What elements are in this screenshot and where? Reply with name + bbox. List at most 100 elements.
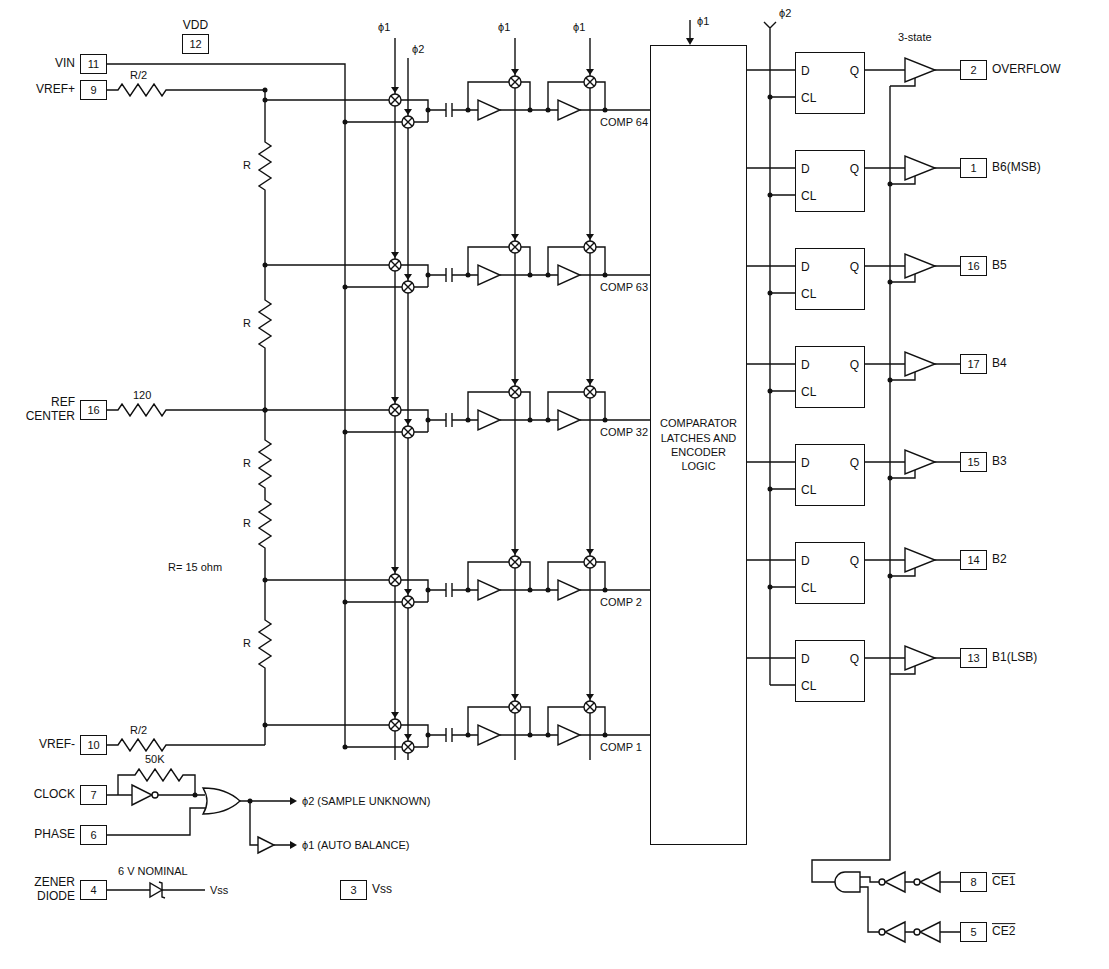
- d-flip-flop: DQCL: [795, 542, 865, 604]
- comparator-array: [263, 694, 651, 753]
- latch-clock-lines: [768, 291, 773, 296]
- output-enable-logic: [879, 929, 885, 935]
- resistor-ladder: [107, 739, 265, 751]
- pin-number: 3: [350, 885, 356, 896]
- clock-input-label: CL: [801, 679, 816, 693]
- pin-number: 8: [970, 877, 976, 888]
- clock-input-label: CL: [801, 581, 816, 595]
- pin-number: 13: [967, 653, 979, 664]
- pin-number: 7: [90, 790, 96, 801]
- pin-name: B3: [992, 455, 1007, 469]
- comparator-array: [263, 234, 651, 293]
- clock-generator: [193, 793, 198, 798]
- clock-input-label: CL: [801, 287, 816, 301]
- pin-box: VREF-10: [80, 735, 107, 755]
- pin-box: 15B3: [960, 452, 987, 472]
- output-label: Q: [850, 162, 859, 176]
- d-flip-flop: DQCL: [795, 640, 865, 702]
- pin-number: 5: [970, 927, 976, 938]
- pin-name: Vss: [372, 883, 392, 897]
- resistor-ladder: [107, 84, 271, 751]
- resistor-value: R: [243, 316, 251, 330]
- resistor-value: R: [243, 158, 251, 172]
- pin-name: B6(MSB): [992, 161, 1041, 175]
- output-label: Q: [850, 554, 859, 568]
- signal-wire: [747, 559, 795, 560]
- pin-box: ZENER DIODE4: [80, 880, 107, 900]
- output-enable-logic: [888, 476, 893, 481]
- zener-diode-symbol: [107, 882, 205, 898]
- pin-box: 8CE1: [960, 872, 987, 892]
- phase-label: ϕ2: [412, 42, 424, 56]
- pin-box: 2OVERFLOW: [960, 60, 987, 80]
- pin-number: 6: [90, 830, 96, 841]
- pin-box: 17B4: [960, 354, 987, 374]
- comparator-array: [263, 69, 651, 128]
- data-input-label: D: [801, 260, 810, 274]
- resistor-ladder: [259, 90, 271, 745]
- encoder-logic-block: COMPARATOR LATCHES AND ENCODER LOGIC: [650, 45, 747, 845]
- clock-input-label: CL: [801, 385, 816, 399]
- output-enable-logic: [885, 922, 905, 942]
- pin-name: ZENER DIODE: [9, 876, 75, 904]
- pin-box: PHASE6: [80, 825, 107, 845]
- d-flip-flop: DQCL: [795, 346, 865, 408]
- resistor-ladder: [263, 88, 268, 93]
- clock-phase-label: ϕ1 (AUTO BALANCE): [302, 838, 409, 852]
- output-enable-logic: [888, 280, 893, 285]
- tri-state-buffers: [905, 254, 935, 278]
- output-label: Q: [850, 652, 859, 666]
- comparator-label: COMP 64: [600, 115, 648, 129]
- output-enable-logic: [888, 182, 893, 187]
- resistor-value: R: [243, 636, 251, 650]
- output-enable-logic: [920, 922, 940, 942]
- clock-generator: [132, 785, 152, 805]
- signal-wire: [747, 265, 795, 266]
- output-label: Q: [850, 260, 859, 274]
- resistor-value: 50K: [145, 752, 165, 766]
- pin-box: CLOCK7: [80, 785, 107, 805]
- output-enable-logic: [860, 887, 960, 932]
- resistor-value: R= 15 ohm: [168, 560, 222, 574]
- output-enable-logic: [835, 872, 860, 892]
- output-enable-logic: [888, 378, 893, 383]
- latch-clock-lines: [686, 38, 694, 45]
- output-enable-logic: [879, 879, 885, 885]
- pin-name: VDD: [183, 19, 208, 33]
- phase-label: ϕ1: [573, 20, 585, 34]
- pin-number: 15: [967, 457, 979, 468]
- latch-clock-lines: [768, 585, 773, 590]
- phase-label: ϕ1: [378, 20, 390, 34]
- clock-generator: [240, 801, 290, 845]
- resistor-ladder: [107, 84, 265, 96]
- clock-generator: [248, 799, 253, 804]
- comparator-array: [263, 379, 651, 438]
- clock-generator: [290, 797, 297, 805]
- latch-clock-lines: [768, 389, 773, 394]
- output-enable-logic: [920, 872, 940, 892]
- supply-label: Vss: [210, 883, 228, 897]
- comparator-label: COMP 32: [600, 425, 648, 439]
- comparator-label: COMP 1: [600, 740, 642, 754]
- pin-number: 16: [87, 405, 99, 416]
- pin-name: B1(LSB): [992, 651, 1037, 665]
- pin-number: 4: [90, 885, 96, 896]
- output-label: Q: [850, 456, 859, 470]
- phase-label: ϕ1: [498, 20, 510, 34]
- d-flip-flop: DQCL: [795, 150, 865, 212]
- resistor-ladder: [107, 404, 265, 416]
- data-input-label: D: [801, 64, 810, 78]
- signal-wire: [747, 363, 795, 364]
- clock-phase-lines: [395, 38, 590, 760]
- data-input-label: D: [801, 456, 810, 470]
- clock-generator: [107, 769, 205, 795]
- pin-name: OVERFLOW: [992, 63, 1061, 77]
- d-flip-flop: DQCL: [795, 444, 865, 506]
- clock-generator: [258, 837, 274, 853]
- output-enable-logic: [885, 872, 905, 892]
- pin-number: 2: [970, 65, 976, 76]
